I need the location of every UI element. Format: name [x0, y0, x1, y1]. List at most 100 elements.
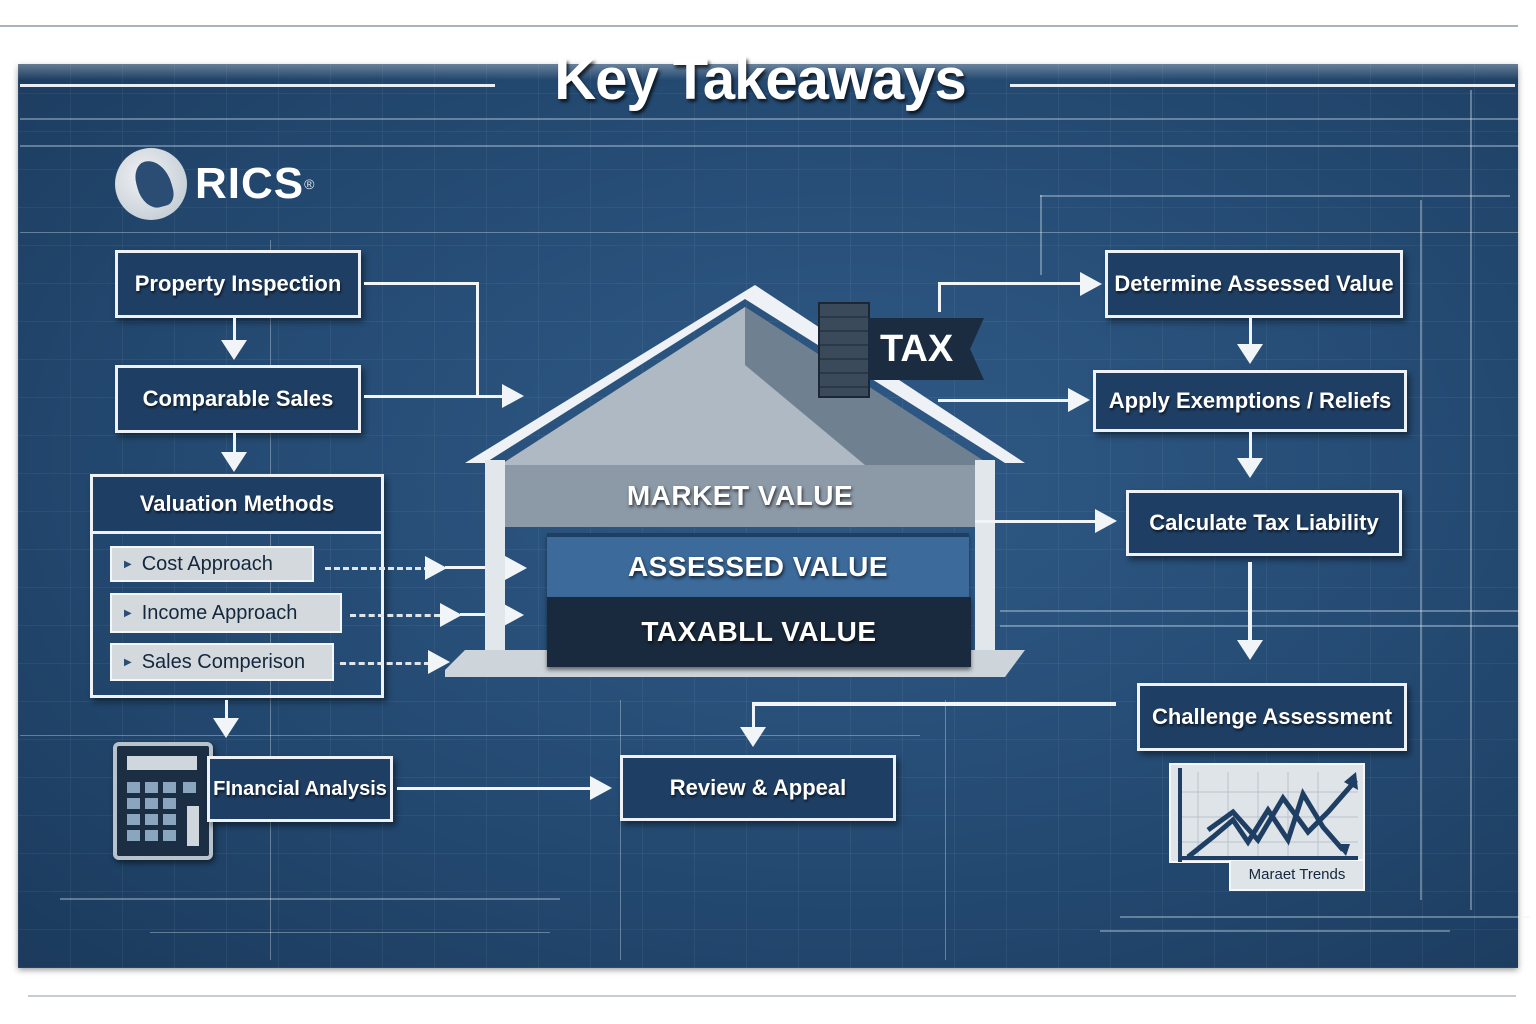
calculator-icon	[113, 742, 213, 860]
comparable-sales-label: Comparable Sales	[142, 386, 334, 411]
market-value-layer: MARKET VALUE	[505, 466, 975, 526]
connector	[364, 395, 504, 398]
grid-line	[1040, 195, 1510, 197]
grid-line	[20, 145, 1520, 147]
connector	[938, 399, 1070, 402]
connector	[476, 282, 479, 397]
arrow-right-icon	[428, 650, 450, 674]
arrow-right-icon	[502, 603, 524, 627]
grid-line	[620, 700, 621, 960]
apply-exemptions-box: Apply Exemptions / Reliefs	[1093, 370, 1407, 432]
arrow-down-icon	[213, 718, 239, 738]
arrow-down-icon	[1237, 458, 1263, 478]
grid-line	[20, 118, 1520, 120]
review-appeal-box: Review & Appeal	[620, 755, 896, 821]
valuation-methods-header: Valuation Methods	[90, 474, 384, 534]
lion-emblem-icon	[115, 148, 187, 220]
grid-line	[1470, 90, 1472, 910]
grid-line	[150, 932, 550, 933]
arrow-down-icon	[740, 727, 766, 747]
arrow-right-icon	[505, 556, 527, 580]
property-inspection-box: Property Inspection	[115, 250, 361, 318]
grid-line	[1000, 625, 1520, 627]
cost-approach-item: ▶ Cost Approach	[110, 546, 314, 582]
arrow-down-icon	[221, 452, 247, 472]
title-rule-right	[1010, 84, 1515, 87]
connector	[233, 318, 236, 344]
taxable-value-label: TAXABLL VALUE	[641, 616, 877, 647]
logo-text: RICS	[195, 159, 305, 208]
market-value-label: MARKET VALUE	[626, 480, 854, 511]
connector	[364, 282, 479, 285]
board-top-fade	[0, 30, 1536, 80]
connector	[938, 282, 941, 312]
challenge-assessment-box: Challenge Assessment	[1137, 683, 1407, 751]
arrow-right-icon	[502, 384, 524, 408]
connector	[753, 702, 1116, 706]
cost-approach-label: Cost Approach	[141, 552, 273, 575]
dashed-connector	[325, 567, 430, 570]
step-label: Challenge Assessment	[1151, 704, 1393, 729]
dashed-connector	[340, 662, 430, 665]
connector	[1248, 562, 1252, 640]
grid-line	[60, 898, 560, 900]
connector	[445, 566, 505, 569]
determine-assessed-value-box: Determine Assessed Value	[1105, 250, 1403, 318]
step-label: Determine Assessed Value	[1114, 271, 1394, 296]
calculate-tax-liability-box: Calculate Tax Liability	[1126, 490, 1402, 556]
market-trends-chart-icon	[1169, 763, 1365, 891]
income-approach-item: ▶ Income Approach	[110, 593, 342, 633]
bullet-icon: ▶	[124, 656, 132, 668]
registered-mark: ®	[304, 176, 315, 192]
rics-logo: RICS ®	[115, 148, 314, 220]
title-rule-left	[20, 84, 495, 87]
sales-comparison-label: Sales Comperison	[141, 650, 306, 673]
arrow-down-icon	[1237, 640, 1263, 660]
arrow-right-icon	[440, 603, 462, 627]
grid-line	[1420, 200, 1422, 900]
connector	[460, 613, 505, 616]
connector	[975, 520, 1095, 523]
assessed-value-label: ASSESSED VALUE	[627, 551, 889, 582]
market-trends-label: Maraet Trends	[1248, 866, 1346, 883]
review-appeal-label: Review & Appeal	[669, 775, 847, 800]
tax-flag-label: TAX	[880, 327, 954, 370]
arrow-right-icon	[1068, 388, 1090, 412]
step-label: Apply Exemptions / Reliefs	[1108, 388, 1392, 413]
connector	[1249, 432, 1252, 460]
sales-comparison-item: ▶ Sales Comperison	[110, 643, 334, 681]
comparable-sales-box: Comparable Sales	[115, 365, 361, 433]
dashed-connector	[350, 614, 440, 617]
arrow-right-icon	[590, 776, 612, 800]
tax-flag: TAX	[868, 318, 984, 380]
grid-line	[1120, 916, 1530, 918]
connector	[1249, 318, 1252, 346]
arrow-down-icon	[221, 340, 247, 360]
bullet-icon: ▶	[124, 558, 132, 570]
connector	[225, 700, 228, 720]
page-title: Key Takeaways	[554, 47, 967, 112]
grid-line	[20, 735, 920, 736]
step-label: Calculate Tax Liability	[1149, 510, 1379, 535]
grid-line	[1000, 610, 1520, 612]
arrow-right-icon	[425, 556, 447, 580]
top-rule	[0, 25, 1518, 27]
bottom-rule	[28, 995, 1516, 997]
chimney	[818, 302, 870, 398]
property-inspection-label: Property Inspection	[134, 271, 342, 296]
taxable-value-layer: TAXABLL VALUE	[547, 597, 971, 667]
grid-line	[1040, 195, 1042, 275]
bullet-icon: ▶	[124, 607, 132, 619]
connector	[752, 702, 755, 730]
financial-analysis-label: FInancial Analysis	[213, 777, 387, 800]
arrow-right-icon	[1080, 272, 1102, 296]
connector	[233, 432, 236, 454]
grid-line	[945, 700, 946, 960]
connector	[938, 282, 1083, 285]
financial-analysis-box: FInancial Analysis	[207, 756, 393, 822]
connector	[397, 787, 592, 790]
arrow-down-icon	[1237, 344, 1263, 364]
grid-line	[20, 232, 1520, 233]
valuation-methods-heading: Valuation Methods	[139, 491, 335, 516]
grid-line	[1100, 930, 1450, 932]
